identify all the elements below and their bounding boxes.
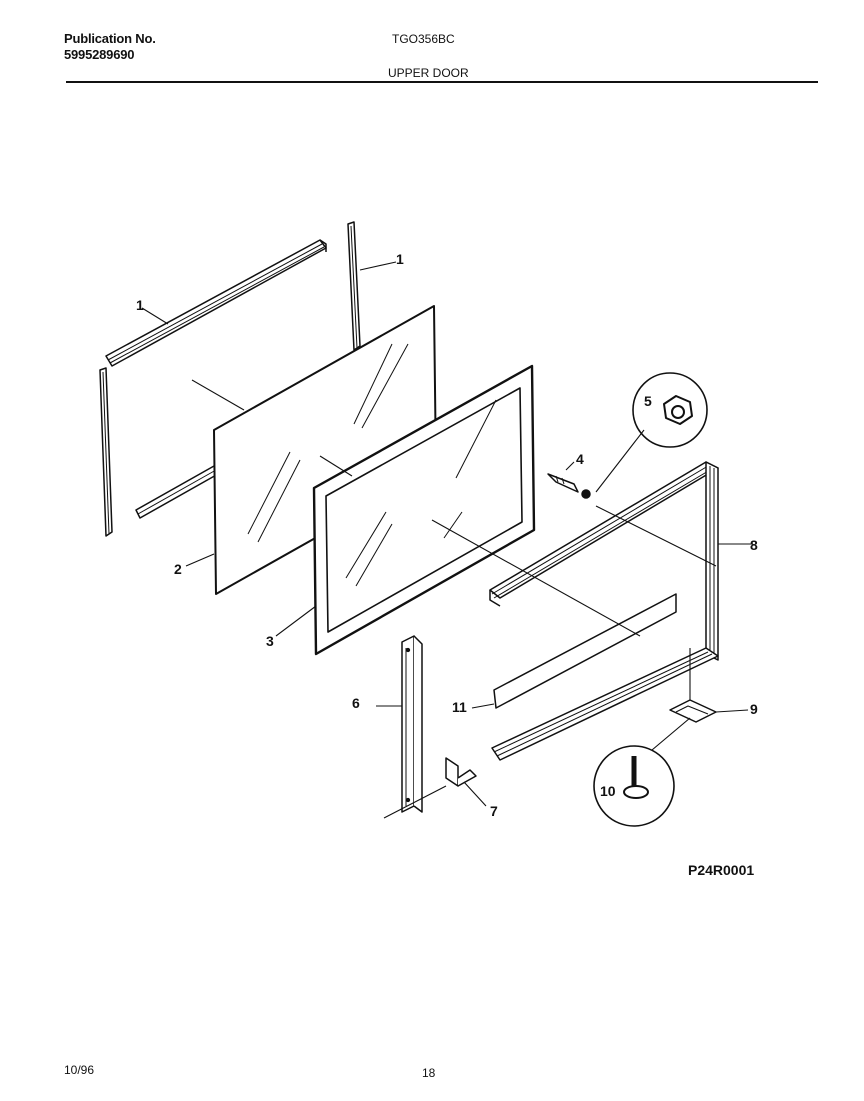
- publication-label: Publication No.: [64, 31, 156, 46]
- side-channel: [401, 635, 423, 813]
- publication-number: 5995289690: [64, 47, 135, 62]
- vent-strip: [493, 593, 677, 709]
- callout-2: 2: [174, 561, 182, 577]
- outer-glass-frame: [312, 364, 536, 656]
- leader-lines: [141, 261, 752, 819]
- callout-11: 11: [452, 699, 467, 715]
- section-title: UPPER DOOR: [388, 66, 469, 80]
- nut-detail: [632, 372, 708, 448]
- callout-3: 3: [266, 633, 274, 649]
- model-number: TGO356BC: [392, 32, 455, 46]
- screw: [547, 473, 579, 493]
- clip: [669, 699, 717, 723]
- callout-9: 9: [750, 701, 758, 717]
- callout-7: 7: [490, 803, 498, 819]
- footer-date: 10/96: [64, 1063, 95, 1077]
- callout-6: 6: [352, 695, 360, 711]
- bracket: [445, 757, 477, 787]
- header-rule: [66, 81, 818, 83]
- page-number: 18: [422, 1066, 436, 1080]
- callout-labels: 1 1 2 3 4 5 6 7 8 9 10 11: [136, 251, 758, 819]
- door-gasket-bottom: [135, 465, 219, 519]
- callout-1b: 1: [396, 251, 404, 267]
- door-gasket-right: [347, 221, 361, 351]
- callout-5: 5: [644, 393, 652, 409]
- door-gasket-left: [99, 367, 113, 537]
- door-frame: [489, 461, 719, 761]
- callout-8: 8: [750, 537, 758, 553]
- screw-detail: [593, 745, 675, 827]
- door-gasket-top: [105, 239, 327, 367]
- callout-1a: 1: [136, 297, 144, 313]
- callout-10: 10: [600, 783, 616, 799]
- reference-code: P24R0001: [688, 862, 755, 878]
- callout-4: 4: [576, 451, 584, 467]
- nut-small: [581, 489, 591, 499]
